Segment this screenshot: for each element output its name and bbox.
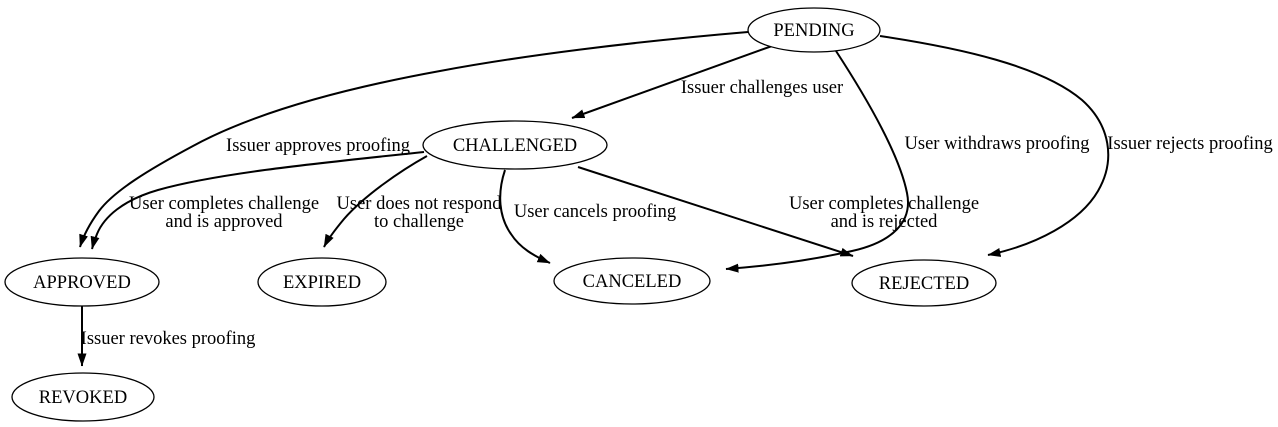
- node-rejected-shape: [851, 259, 997, 307]
- node-rejected: REJECTED: [851, 259, 997, 307]
- edge-label-user-does-not-respond-line2: to challenge: [374, 212, 464, 232]
- node-approved: APPROVED: [4, 257, 160, 307]
- edge-label-user-completes-approved-line2: and is approved: [165, 212, 283, 232]
- node-pending: PENDING: [747, 7, 881, 53]
- node-expired: EXPIRED: [257, 257, 387, 307]
- node-challenged-label: CHALLENGED: [453, 136, 577, 156]
- node-expired-label: EXPIRED: [283, 273, 361, 293]
- node-approved-label: APPROVED: [33, 273, 131, 293]
- edge-pending-rejected: [879, 35, 1110, 257]
- edge-label-user-withdraws-proofing: User withdraws proofing: [905, 134, 1090, 154]
- node-revoked-shape: [11, 372, 155, 422]
- node-approved-shape: [4, 257, 160, 307]
- edge-label-issuer-rejects-proofing: Issuer rejects proofing: [1107, 134, 1272, 154]
- node-expired-shape: [257, 257, 387, 307]
- node-challenged-shape: [422, 120, 608, 170]
- edge-pending-canceled: [725, 50, 909, 273]
- edge-group: [77, 31, 1110, 367]
- edge-label-user-completes-rejected-line2: and is rejected: [831, 212, 939, 232]
- edge-label-user-cancels-proofing: User cancels proofing: [514, 202, 676, 222]
- edge-label-group: Issuer challenges user Issuer approves p…: [81, 78, 1273, 349]
- edge-challenged-expired: [323, 155, 428, 248]
- node-canceled-label: CANCELED: [583, 272, 682, 292]
- node-canceled-shape: [553, 257, 711, 305]
- node-revoked-label: REVOKED: [39, 388, 127, 408]
- node-rejected-label: REJECTED: [879, 274, 969, 294]
- edge-label-issuer-revokes-proofing: Issuer revokes proofing: [81, 329, 256, 349]
- node-pending-shape: [747, 7, 881, 53]
- edge-challenged-approved: [90, 151, 425, 250]
- edge-label-user-does-not-respond-line1: User does not respond: [337, 194, 503, 214]
- edge-label-user-completes-rejected-line1: User completes challenge: [789, 194, 979, 214]
- node-challenged: CHALLENGED: [422, 120, 608, 170]
- node-revoked: REVOKED: [11, 372, 155, 422]
- node-pending-label: PENDING: [773, 21, 854, 41]
- edge-pending-approved: [79, 31, 749, 248]
- edge-challenged-rejected: [577, 166, 854, 257]
- edge-label-issuer-approves-proofing: Issuer approves proofing: [226, 136, 410, 156]
- node-canceled: CANCELED: [553, 257, 711, 305]
- edge-challenged-canceled: [499, 169, 551, 264]
- edge-label-issuer-challenges-user: Issuer challenges user: [681, 78, 843, 98]
- edge-pending-challenged: [571, 45, 773, 119]
- edge-label-user-completes-approved-line1: User completes challenge: [129, 194, 319, 214]
